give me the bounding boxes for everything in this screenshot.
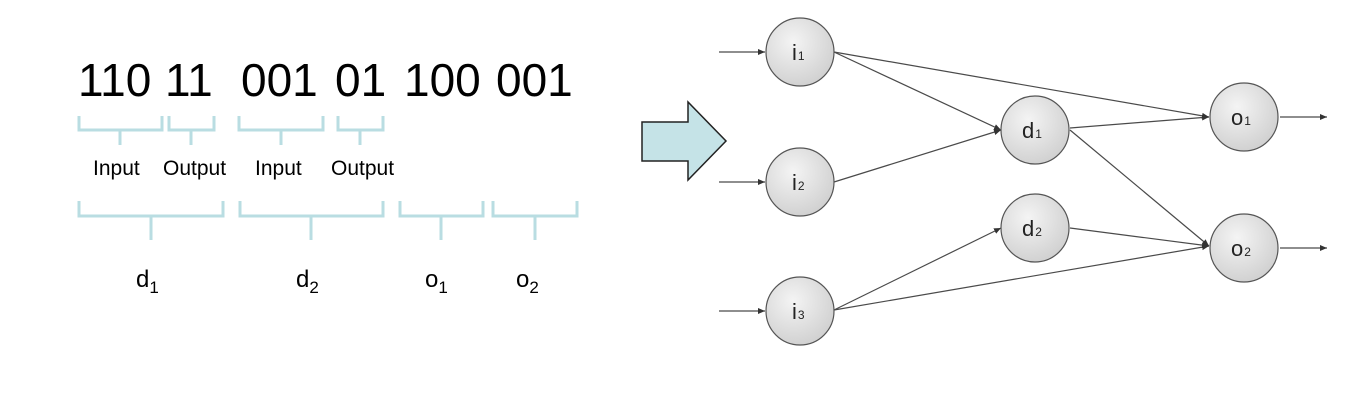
node-o2 (1209, 213, 1279, 283)
edge-i3-o2 (833, 244, 1210, 311)
edge-d1-o1 (1069, 114, 1210, 129)
brace-output-2 (336, 116, 385, 145)
io-label-input-2: Input (255, 157, 302, 180)
segment-braces (77, 201, 579, 240)
bit-group-6: 001 (496, 54, 573, 106)
brace-d1 (77, 201, 225, 240)
node-label-i2: i2 (792, 170, 805, 195)
brace-o1 (398, 201, 485, 240)
edge-i1-o1 (833, 51, 1210, 119)
io-label-input-1: Input (93, 157, 140, 180)
node-d1 (1000, 95, 1070, 165)
brace-o2 (491, 201, 579, 240)
segment-label-o1: o1 (425, 266, 448, 298)
edge-i1-d1 (833, 51, 1002, 131)
node-i3 (765, 276, 835, 346)
bit-group-1: 110 (78, 54, 152, 106)
node-label-d2: d2 (1022, 216, 1042, 241)
bit-group-2: 11 (165, 54, 213, 106)
node-i1 (765, 17, 835, 87)
small-braces (77, 116, 385, 145)
brace-input-1 (77, 116, 164, 145)
segment-label-d1: d1 (136, 266, 159, 298)
node-d2 (1000, 193, 1070, 263)
bit-group-5: 100 (404, 54, 481, 106)
segment-label-d2: d2 (296, 266, 319, 298)
node-label-i3: i3 (792, 299, 805, 324)
brace-d2 (238, 201, 385, 240)
edge-d2-o2 (1069, 227, 1210, 249)
node-label-i1: i1 (792, 40, 805, 65)
bit-group-3: 001 (241, 54, 318, 106)
edge-d1-o2 (1069, 129, 1210, 247)
node-label-o1: o1 (1231, 105, 1251, 130)
io-label-output-1: Output (163, 157, 227, 180)
edge-i3-d2 (833, 227, 1002, 311)
network-nodes (765, 17, 1279, 346)
brace-output-1 (167, 116, 216, 145)
node-o1 (1209, 82, 1279, 152)
node-label-o2: o2 (1231, 236, 1251, 261)
node-i2 (765, 147, 835, 217)
brace-input-2 (237, 116, 325, 145)
edge-i2-d1 (833, 129, 1002, 183)
network-edges (719, 49, 1327, 314)
bit-group-4: 01 (335, 54, 387, 106)
io-label-output-2: Output (331, 157, 395, 180)
segment-label-o2: o2 (516, 266, 539, 298)
node-label-d1: d1 (1022, 118, 1042, 143)
transform-arrow (641, 100, 728, 182)
